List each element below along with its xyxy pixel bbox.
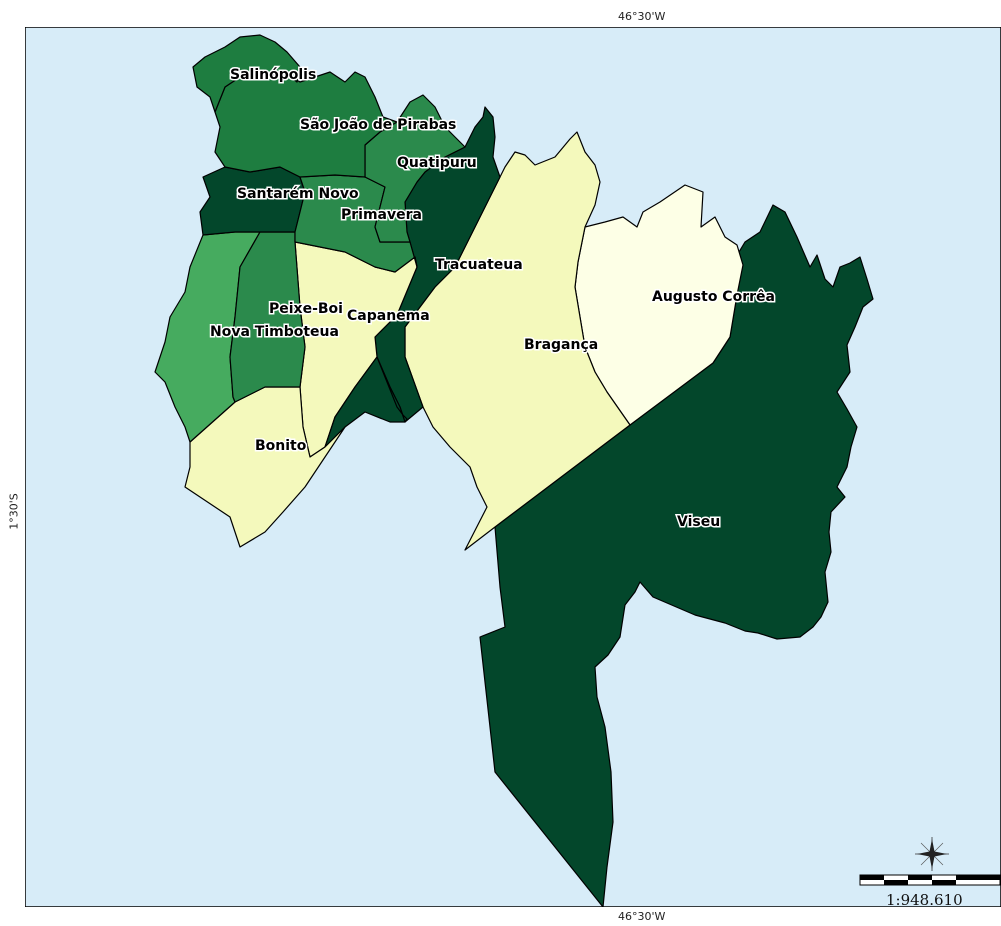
scale-ratio: 1:948.610 bbox=[886, 891, 963, 907]
scale-bar: 1:948.610 bbox=[859, 874, 1001, 907]
label-quatipuru: Quatipuru bbox=[397, 155, 477, 171]
label-sao-joao-de-pirabas: São João de Pirabas bbox=[300, 117, 456, 133]
label-santarem-novo: Santarém Novo bbox=[237, 186, 359, 202]
label-primavera: Primavera bbox=[341, 207, 422, 223]
region-viseu[interactable] bbox=[479, 204, 874, 907]
compass-rose-icon bbox=[915, 837, 949, 871]
region-salinopolis[interactable] bbox=[192, 34, 301, 113]
label-nova-timboteua: Nova Timboteua bbox=[210, 324, 339, 340]
label-salinopolis: Salinópolis bbox=[230, 67, 316, 83]
graticule-label-left: 1°30'S bbox=[7, 493, 21, 530]
graticule-label-bottom: 46°30'W bbox=[618, 910, 666, 923]
label-capanema: Capanema bbox=[347, 308, 430, 324]
region-tracuateua-south bbox=[324, 356, 408, 448]
region-sao-joao-de-pirabas[interactable] bbox=[214, 71, 398, 178]
label-augusto-correa: Augusto Corrêa bbox=[652, 289, 775, 305]
graticule-label-top: 46°30'W bbox=[618, 10, 666, 23]
label-peixe-boi: Peixe-Boi bbox=[269, 301, 343, 317]
label-viseu: Viseu bbox=[677, 514, 720, 530]
map-frame: Salinópolis São João de Pirabas Quatipur… bbox=[25, 27, 1001, 907]
label-bonito: Bonito bbox=[255, 438, 307, 454]
region-bonito[interactable] bbox=[184, 386, 346, 548]
label-braganca: Bragança bbox=[524, 337, 598, 353]
label-tracuateua: Tracuateua bbox=[435, 257, 523, 273]
region-quatipuru[interactable] bbox=[364, 94, 466, 243]
